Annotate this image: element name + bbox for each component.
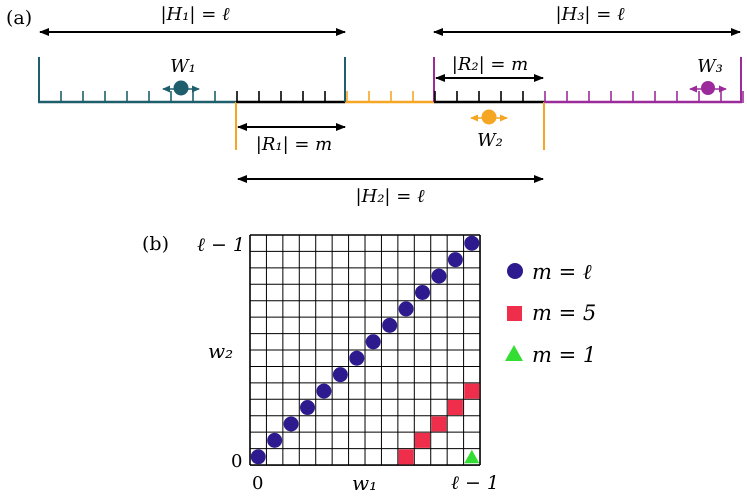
- point-m-ell: [415, 285, 431, 301]
- y-bottom-label: 0: [231, 451, 242, 472]
- x-axis-label: w₁: [352, 471, 377, 495]
- h1-label: |H₁| = ℓ: [160, 4, 230, 25]
- y-axis-label: w₂: [208, 339, 233, 363]
- r2-label: |R₂| = m: [452, 54, 529, 75]
- legend-square-marker: [507, 306, 522, 321]
- w3-walker: [701, 81, 715, 95]
- point-m-ell: [300, 400, 316, 416]
- w3-label: W₃: [697, 56, 723, 77]
- legend-label-circle: m = ℓ: [532, 260, 592, 284]
- legend-label-square: m = 5: [532, 301, 596, 325]
- w2-label: W₂: [477, 130, 503, 151]
- point-m-ell: [250, 449, 266, 465]
- w1-walker: [173, 80, 189, 96]
- legend-circle-marker: [507, 263, 523, 279]
- r1-label: |R₁| = m: [256, 134, 333, 155]
- panel-a-label: (a): [6, 7, 32, 29]
- point-m-5: [464, 383, 480, 399]
- tick-marks: [38, 91, 744, 103]
- grid: [249, 234, 481, 466]
- h2-label: |H₂| = ℓ: [355, 186, 425, 207]
- point-m-ell: [382, 317, 398, 333]
- w1-label: W₁: [170, 56, 196, 77]
- grid-markers: [250, 235, 480, 465]
- point-m-ell: [316, 383, 332, 399]
- point-m-ell: [349, 350, 365, 366]
- point-m-ell: [365, 334, 381, 350]
- point-m-ell: [431, 268, 447, 284]
- point-m-5: [415, 432, 431, 448]
- x-left-label: 0: [252, 473, 263, 494]
- point-m-ell: [447, 252, 463, 268]
- point-m-ell: [332, 367, 348, 383]
- point-m-ell: [398, 301, 414, 317]
- legend: m = ℓ m = 5 m = 1: [505, 260, 596, 367]
- point-m-ell: [267, 432, 283, 448]
- h3-label: |H₃| = ℓ: [555, 4, 625, 25]
- point-m-ell: [283, 416, 299, 432]
- point-m-5: [398, 449, 414, 465]
- y-top-label: ℓ − 1: [197, 234, 245, 256]
- point-m-5: [447, 400, 463, 416]
- x-right-label: ℓ − 1: [451, 472, 499, 494]
- panel-b-label: (b): [142, 233, 169, 255]
- w2-walker: [481, 109, 497, 125]
- point-m-ell: [464, 235, 480, 251]
- legend-label-triangle: m = 1: [532, 343, 596, 367]
- point-m-1: [464, 449, 480, 464]
- point-m-5: [431, 416, 447, 432]
- legend-triangle-marker: [505, 345, 523, 361]
